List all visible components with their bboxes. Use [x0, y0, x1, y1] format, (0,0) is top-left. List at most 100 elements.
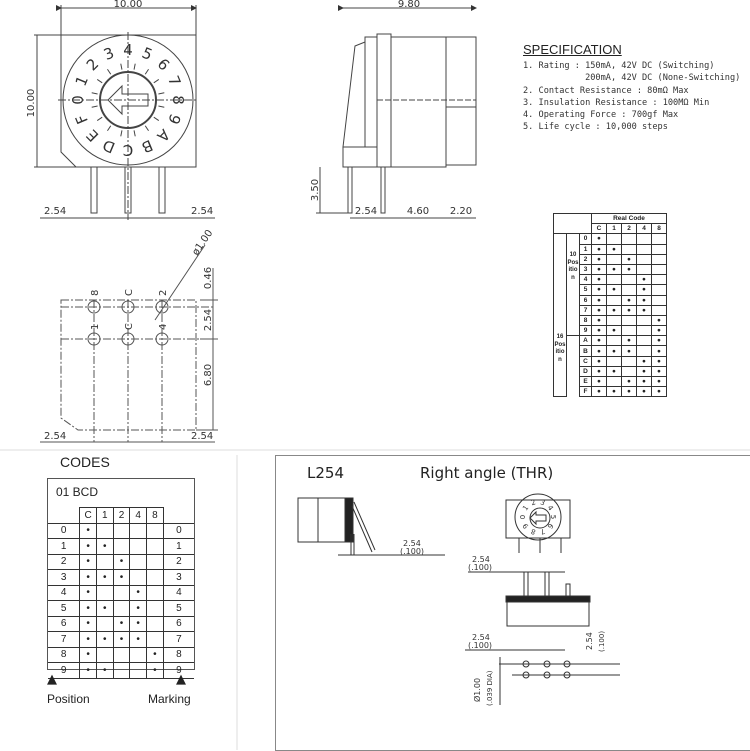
table-row: 1••1	[48, 538, 194, 555]
dial-label: 9	[164, 111, 184, 127]
position-cell: 8	[579, 314, 592, 327]
empty-cell	[636, 314, 652, 327]
dot-cell: •	[79, 600, 97, 617]
dot-cell: •	[112, 569, 131, 586]
dot-cell: ●	[606, 345, 622, 357]
empty-cell	[621, 274, 637, 286]
dial-label: E	[83, 126, 102, 145]
dial-label: 2	[530, 498, 537, 507]
empty-cell	[95, 554, 114, 570]
empty-cell	[112, 600, 131, 617]
empty-cell	[621, 355, 637, 367]
dial-label: 1	[72, 73, 92, 89]
dial-label: 0	[69, 95, 87, 105]
empty-cell	[621, 325, 637, 337]
dot-cell: ●	[636, 355, 652, 367]
dot-cell: ●	[591, 345, 607, 357]
marking-cell: 6	[162, 616, 194, 632]
empty-cell	[606, 294, 622, 306]
vertical-dim: 6.80	[203, 364, 214, 386]
table-row: 4••4	[48, 585, 194, 601]
empty-cell	[621, 284, 637, 296]
dial-label: D	[100, 136, 118, 157]
dot-cell: ●	[636, 304, 652, 316]
label-10-position: 10 Position	[566, 233, 580, 337]
dial-label: 7	[164, 73, 184, 89]
empty-cell	[651, 274, 667, 286]
codes-title: CODES	[60, 454, 110, 470]
label-16-position: 16 Position	[553, 233, 567, 398]
dot-cell: ●	[621, 263, 637, 276]
dot-cell: ●	[606, 365, 622, 378]
table-row: 3•••3	[48, 569, 194, 586]
dot-cell: •	[79, 631, 97, 648]
pitch-dim: 2.54	[403, 539, 421, 548]
position-cell: 5	[48, 600, 80, 617]
empty-cell	[651, 233, 667, 245]
dial-label: 8	[530, 527, 537, 536]
empty-cell	[95, 647, 114, 663]
height-dim: 10.00	[26, 89, 37, 118]
blank-cell	[163, 507, 194, 524]
empty-cell	[621, 233, 637, 245]
position-cell: A	[579, 335, 592, 347]
dot-cell: ●	[591, 375, 607, 388]
pin-label: 1	[90, 324, 101, 330]
empty-cell	[606, 355, 622, 367]
dial-tick	[96, 116, 103, 121]
marking-cell: 2	[162, 554, 194, 570]
empty-cell	[621, 365, 637, 378]
empty-cell	[606, 375, 622, 388]
dial-label: 4	[123, 41, 133, 59]
spec-title: SPECIFICATION	[523, 42, 622, 57]
empty-cell	[636, 345, 652, 357]
dot-cell: •	[79, 616, 97, 632]
dot-cell: ●	[606, 284, 622, 296]
spec-line: 3. Insulation Resistance : 100MΩ Min	[523, 97, 710, 108]
vertical-dim: 2.54	[203, 309, 214, 331]
pin-label: 8	[90, 290, 101, 296]
marking-label: Marking	[148, 692, 191, 706]
empty-cell	[636, 325, 652, 337]
position-cell: 4	[48, 585, 80, 601]
empty-cell	[621, 314, 637, 327]
empty-cell	[146, 600, 164, 617]
side-dim: 2.54	[355, 206, 377, 217]
dot-cell: •	[95, 538, 114, 555]
position-cell: 9	[48, 662, 80, 679]
dial-label: 3	[539, 498, 546, 507]
marking-cell: 9	[162, 662, 194, 679]
hole-dim: Ø1.00	[472, 678, 482, 702]
dot-cell: ●	[591, 274, 607, 286]
dot-cell: ●	[621, 345, 637, 357]
position-cell: 5	[579, 284, 592, 296]
dial-label: 5	[549, 515, 557, 519]
dot-cell: •	[146, 647, 164, 663]
width-dim: 10.00	[114, 0, 143, 10]
dot-cell: ●	[636, 274, 652, 286]
table-row: 5●●●	[554, 284, 667, 296]
dot-cell: ●	[591, 355, 607, 367]
table-row: 9•••9	[48, 662, 194, 679]
spec-line: 2. Contact Resistance : 80mΩ Max	[523, 85, 689, 96]
dot-cell: •	[79, 538, 97, 555]
column-header: 2	[621, 223, 637, 235]
column-header: 8	[146, 507, 164, 524]
dial-label: 5	[139, 44, 155, 64]
empty-cell	[129, 569, 148, 586]
table-row: 0•0	[48, 523, 194, 539]
dot-cell: ●	[636, 375, 652, 388]
empty-cell	[636, 253, 652, 265]
dial-tick	[96, 79, 103, 84]
empty-cell	[112, 662, 131, 679]
spec-line: 4. Operating Force : 700gf Max	[523, 110, 679, 121]
position-cell: B	[579, 345, 592, 357]
dot-cell: ●	[591, 284, 607, 296]
empty-cell	[606, 233, 622, 245]
dot-cell: •	[146, 662, 164, 679]
table-row: 4●●	[554, 274, 667, 286]
dot-cell: •	[79, 523, 97, 539]
